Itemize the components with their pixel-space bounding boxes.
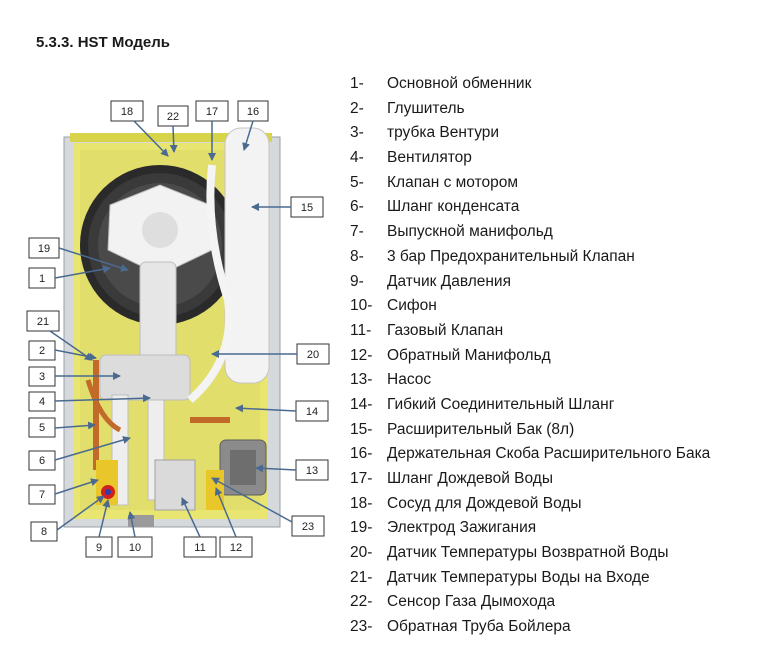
legend-item: 17-Шланг Дождевой Воды xyxy=(350,470,553,487)
svg-text:3: 3 xyxy=(39,371,45,383)
callout-4: 4 xyxy=(28,391,56,412)
callout-16: 16 xyxy=(237,100,269,122)
callout-11: 11 xyxy=(183,536,217,558)
callout-7: 7 xyxy=(28,484,56,505)
legend-item: 12-Обратный Манифольд xyxy=(350,346,551,364)
section-title: 5.3.3. HST Модель xyxy=(36,34,170,51)
svg-text:14: 14 xyxy=(306,406,318,418)
svg-text:6: 6 xyxy=(39,455,45,467)
svg-text:18: 18 xyxy=(121,106,133,118)
svg-text:2: 2 xyxy=(39,345,45,357)
legend-item: 21-Датчик Температуры Воды на Входе xyxy=(350,568,650,586)
svg-text:23: 23 xyxy=(302,521,314,533)
svg-text:13: 13 xyxy=(306,465,318,477)
leader-lines xyxy=(49,120,297,538)
svg-text:21: 21 xyxy=(37,316,49,328)
callout-1: 1 xyxy=(28,267,56,289)
legend-item: 5-Клапан с мотором xyxy=(350,173,519,191)
legend-item: 9-Датчик Давления xyxy=(350,272,511,290)
callout-3: 3 xyxy=(28,366,56,387)
legend-item: 18-Сосуд для Дождевой Воды xyxy=(350,494,582,512)
callout-19: 19 xyxy=(28,237,60,259)
svg-text:20: 20 xyxy=(307,349,319,361)
legend-item: 1-Основной обменник xyxy=(350,75,532,92)
legend-item: 15-Расширительный Бак (8л) xyxy=(350,420,575,438)
svg-text:10: 10 xyxy=(129,542,141,554)
callout-21: 21 xyxy=(26,310,60,332)
legend-item: 4-Вентилятор xyxy=(350,149,472,167)
callout-12: 12 xyxy=(219,536,253,558)
callout-23: 23 xyxy=(291,515,325,537)
svg-text:15: 15 xyxy=(301,202,313,214)
svg-text:19: 19 xyxy=(38,243,50,255)
callout-17: 17 xyxy=(195,100,229,122)
svg-text:7: 7 xyxy=(39,489,45,501)
svg-text:1: 1 xyxy=(39,273,45,285)
legend-item: 20-Датчик Температуры Возвратной Воды xyxy=(350,544,669,562)
legend-item: 3-трубка Вентури xyxy=(350,124,500,142)
parts-legend: 1-Основной обменник 2-Глушитель 3-трубка… xyxy=(350,72,710,640)
callout-14: 14 xyxy=(295,400,329,422)
svg-text:16: 16 xyxy=(247,106,259,118)
legend-item: 7-Выпускной манифольд xyxy=(350,223,553,241)
callout-5: 5 xyxy=(28,417,56,438)
callout-15: 15 xyxy=(290,196,324,218)
heat-exchanger xyxy=(80,165,240,325)
legend-item: 6-Шланг конденсата xyxy=(350,198,520,216)
callout-22: 22 xyxy=(157,105,189,127)
callout-2: 2 xyxy=(28,340,56,361)
legend-item: 23-Обратная Труба Бойлера xyxy=(350,618,571,636)
legend-item: 19-Электрод Зажигания xyxy=(350,519,537,537)
svg-text:12: 12 xyxy=(230,542,242,554)
legend-item: 11-Газовый Клапан xyxy=(350,321,504,339)
legend-item: 22-Сенсор Газа Дымохода xyxy=(350,593,556,611)
legend-item: 2-Глушитель xyxy=(350,99,465,117)
legend-item: 10-Сифон xyxy=(350,297,437,315)
callout-20: 20 xyxy=(296,343,330,365)
svg-text:5: 5 xyxy=(39,422,45,434)
callout-18: 18 xyxy=(110,100,144,122)
gas-valve xyxy=(154,459,196,511)
legend-item: 8-3 бар Предохранительный Клапан xyxy=(350,247,635,265)
legend-item: 16-Держательная Скоба Расширительного Ба… xyxy=(350,445,711,463)
callout-10: 10 xyxy=(117,536,153,558)
legend-item: 13-Насос xyxy=(350,371,432,389)
legend-item: 14-Гибкий Соединительный Шланг xyxy=(350,395,615,413)
callout-6: 6 xyxy=(28,450,56,471)
svg-text:11: 11 xyxy=(194,542,205,554)
svg-text:17: 17 xyxy=(206,106,218,118)
callout-9: 9 xyxy=(85,536,113,558)
svg-text:8: 8 xyxy=(41,526,47,538)
boiler-illustration xyxy=(63,127,281,528)
pump xyxy=(219,439,267,496)
callout-13: 13 xyxy=(295,459,329,481)
expansion-tank xyxy=(224,127,270,384)
callout-8: 8 xyxy=(30,521,58,542)
svg-text:9: 9 xyxy=(96,542,102,554)
svg-text:4: 4 xyxy=(39,396,45,408)
svg-text:22: 22 xyxy=(167,111,179,123)
